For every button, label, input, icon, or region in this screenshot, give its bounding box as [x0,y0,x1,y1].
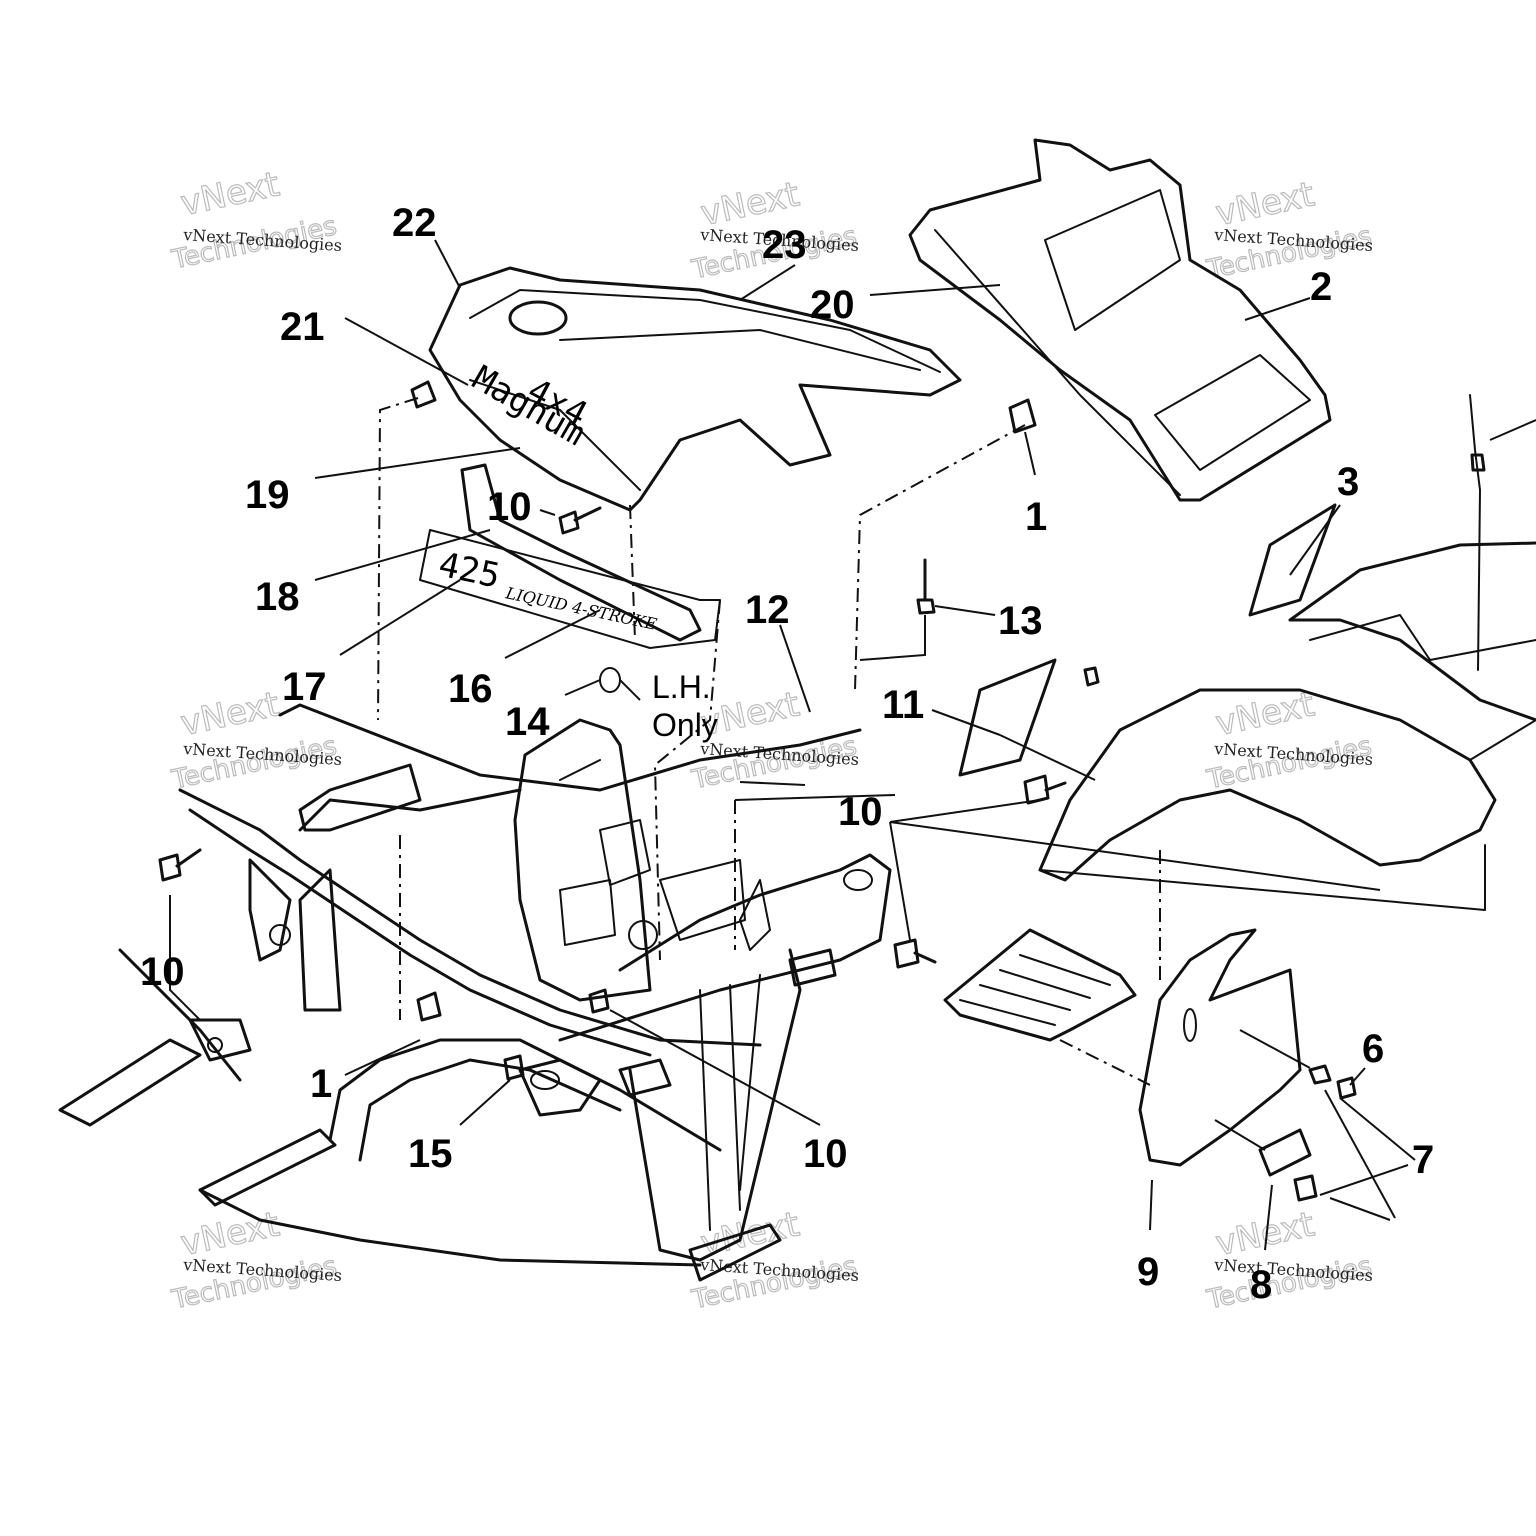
callout-22: 22 [392,201,437,245]
callout-10: 10 [140,950,185,994]
callout-17: 17 [282,665,327,709]
footrest [943,928,1137,1042]
callout-18: 18 [255,575,300,619]
fasteners [158,380,1486,1202]
front-cab-cover: 4x4 Magnum [428,266,962,512]
callout-10: 10 [838,790,883,834]
bolt-10b [1023,774,1067,805]
fender-decal-11 [958,658,1057,777]
callout-19: 19 [245,473,290,517]
mud-flap [1138,928,1312,1177]
lh-note-line1: L.H. [652,669,711,705]
front-fender [958,503,1536,911]
washer-6 [1308,1064,1332,1085]
callout-21: 21 [280,305,325,349]
callout-15: 15 [408,1132,453,1176]
watermark: vNext Technologies [1203,174,1375,286]
callout-labels: 22 23 21 20 2 19 10 1 3 18 12 13 17 16 1… [140,201,1434,1307]
nut-1a [1008,398,1037,434]
bolt-10e [588,988,610,1014]
callout-13: 13 [998,599,1043,643]
antenna-whip [1469,394,1481,671]
callout-7: 7 [1412,1138,1434,1182]
nut-1b [416,991,442,1022]
callout-12: 12 [745,588,790,632]
front-bumper-decal: 425 LIQUID 4-STROKE [419,463,721,649]
callout-9: 9 [1137,1250,1159,1294]
decal-4x4-magnum: 4x4 Magnum [466,358,594,454]
washer-14 [599,667,621,693]
callout-16: 16 [448,667,493,711]
callout-23: 23 [762,223,807,267]
support-bracket-8 [1258,1128,1312,1177]
leader-lines [169,239,1536,1251]
callout-3: 3 [1337,460,1359,504]
watermarks: vNext Technologies vNext Technologies vN… [168,164,1375,1316]
callout-10: 10 [487,485,532,529]
nut-7a [1336,1076,1357,1100]
push-rivet-13 [916,558,936,615]
callout-14: 14 [505,700,550,744]
callout-1: 1 [310,1062,332,1106]
assembly-lines [377,397,1396,1219]
callout-8: 8 [1250,1263,1272,1307]
watermark-big: vNext [177,164,282,224]
watermark-big: vNext [177,684,282,744]
headlight-pod [908,138,1332,502]
callout-20: 20 [810,283,855,327]
nut-7b [1293,1174,1318,1202]
bolt-10d [158,848,202,882]
callout-1: 1 [1025,495,1047,539]
lh-only-note: L.H. Only [652,669,718,743]
fender-decal-3 [1248,503,1337,617]
callout-10: 10 [803,1132,848,1176]
bolt-10a [558,506,602,535]
callout-6: 6 [1362,1027,1384,1071]
bolt-10c [893,938,937,969]
callout-2: 2 [1310,265,1332,309]
bolt-15 [503,1054,525,1081]
nut-21 [410,380,437,409]
watermark: vNext Technologies [1203,684,1375,796]
bolt-10f [1083,666,1100,687]
watermark-big: vNext [1212,684,1317,744]
lh-note-line2: Only [652,707,718,743]
callout-11: 11 [882,683,924,727]
main-frame [58,703,892,1282]
watermark: vNext Technologies [168,164,340,276]
